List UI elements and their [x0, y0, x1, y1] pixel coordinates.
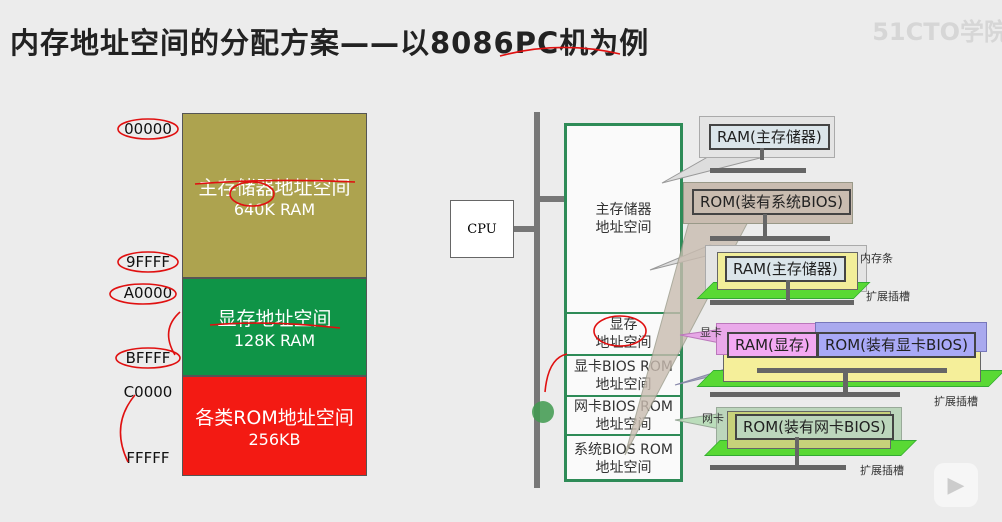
bus-connector: [763, 214, 767, 236]
address-label: BFFFF: [125, 349, 171, 367]
cell-video-memory: 显存地址空间: [567, 312, 680, 354]
cell-text: 地址空间: [595, 459, 652, 476]
bus-connector: [538, 196, 566, 202]
address-label: 9FFFF: [125, 253, 171, 271]
module-rom-video-bios: ROM(装有显卡BIOS): [817, 332, 976, 358]
label-mem-stick: 内存条: [860, 252, 893, 265]
bus-line: [710, 168, 806, 173]
cell-text: 主存储器: [595, 202, 652, 218]
address-label: C0000: [123, 383, 173, 401]
bus-line: [757, 368, 947, 373]
slide-title: 内存地址空间的分配方案——以8086PC机为例: [10, 26, 650, 60]
address-label: FFFFF: [126, 449, 170, 467]
label-slot: 扩展插槽: [934, 395, 978, 408]
segment-size: 256KB: [248, 430, 301, 449]
module-rom-net-bios: ROM(装有网卡BIOS): [735, 414, 894, 440]
bus-line: [710, 236, 830, 241]
label-net-card: 网卡: [702, 412, 724, 425]
cell-text: 地址空间: [595, 335, 652, 351]
bus-connector: [786, 280, 790, 302]
module-ram-main-2: RAM(主存储器): [725, 256, 846, 282]
bus-connector: [760, 148, 764, 160]
cell-text: 地址空间: [595, 376, 652, 393]
segment-rom: 各类ROM地址空间 256KB: [182, 376, 367, 476]
bus-connector: [795, 437, 799, 465]
bus-line: [710, 300, 854, 305]
cell-text: 地址空间: [595, 220, 652, 236]
watermark-logo: 51CTO学院: [872, 18, 1002, 46]
label-video-card: 显卡: [700, 326, 722, 339]
system-bus: [534, 112, 540, 488]
address-label: 00000: [124, 120, 172, 138]
video-player-logo-icon: ▶: [934, 463, 978, 507]
cell-text: 系统BIOS ROM: [574, 441, 673, 458]
cell-main-memory: 主存储器地址空间: [567, 126, 680, 312]
address-label: A0000: [123, 284, 173, 302]
label-slot: 扩展插槽: [860, 464, 904, 477]
segment-name: 各类ROM地址空间: [195, 407, 354, 429]
cell-text: 显存: [609, 317, 638, 333]
bus-line: [710, 392, 900, 397]
bus-connector: [512, 226, 536, 232]
segment-size: 640K RAM: [233, 199, 316, 219]
cpu-box: CPU: [450, 200, 514, 258]
module-ram-video: RAM(显存): [727, 332, 818, 358]
bus-line: [710, 465, 846, 470]
bus-connector: [843, 372, 848, 394]
label-slot: 扩展插槽: [866, 290, 910, 303]
segment-size: 128K RAM: [233, 331, 316, 350]
pointer-dot: [532, 401, 554, 423]
module-rom-system-bios: ROM(装有系统BIOS): [692, 189, 851, 215]
module-ram-main: RAM(主存储器): [709, 124, 830, 150]
segment-main-memory: 主存储器地址空间 640K RAM: [182, 113, 367, 278]
